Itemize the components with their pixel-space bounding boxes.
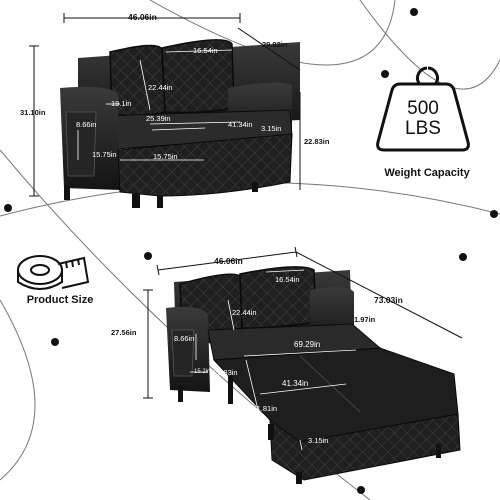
top-arm-height-label: 22.83in xyxy=(304,137,330,146)
bottom-pocket-label: 8.66in xyxy=(174,334,195,343)
top-seat-width-label: 41.34in xyxy=(228,120,253,129)
bottom-dimension-lines xyxy=(143,246,463,399)
weight-capacity-caption: Weight Capacity xyxy=(384,167,470,179)
top-seat-height-label: 15.75in xyxy=(92,150,117,159)
top-seat-depth-label: 25.39in xyxy=(146,114,171,123)
top-pocket-label: 8.66in xyxy=(76,120,97,129)
bottom-side-label: 15.2in xyxy=(194,369,211,375)
bottom-bed-length-label: 69.29in xyxy=(294,340,321,349)
measuring-tape-icon xyxy=(17,255,90,290)
top-base-label: 15.75in xyxy=(153,152,178,161)
bottom-bed-width-label: 41.34in xyxy=(282,379,309,388)
bottom-back-height-label: 22.44in xyxy=(232,308,257,317)
bottom-dimension-lines-white xyxy=(190,269,357,451)
bottom-arm-width-label: 1.97in xyxy=(354,315,376,324)
top-depth-label: 29.92in xyxy=(262,40,288,49)
bottom-seat-label: 22.83in xyxy=(213,368,238,377)
bottom-leg-label: 3.15in xyxy=(308,436,329,445)
top-dimension-lines xyxy=(29,13,301,197)
bottom-height-label: 27.56in xyxy=(111,328,137,337)
top-back-cushion-label: 16.54in xyxy=(193,46,218,55)
top-dimension-lines-white xyxy=(77,49,241,161)
top-arm-width-label: 19.1in xyxy=(111,99,132,108)
product-size-caption: Product Size xyxy=(26,294,94,306)
bottom-bed-height-label: 11.81in xyxy=(253,404,278,413)
top-height-label: 31.10in xyxy=(20,108,46,117)
top-leg-label: 3.15in xyxy=(261,124,282,133)
bottom-extended-length-label: 73.03in xyxy=(374,295,403,305)
bottom-back-cushion-label: 16.54in xyxy=(275,275,300,284)
weight-number: 500 xyxy=(407,98,439,119)
top-width-label: 46.06in xyxy=(128,12,157,22)
sofa-top-image xyxy=(60,39,300,208)
top-back-height-label: 22.44in xyxy=(148,83,173,92)
bottom-width-label: 46.06in xyxy=(214,256,243,266)
sofa-bed-bottom-image xyxy=(166,266,461,484)
weight-unit: LBS xyxy=(405,118,441,139)
weight-capacity-icon xyxy=(376,66,470,152)
arc-dots xyxy=(4,8,498,494)
